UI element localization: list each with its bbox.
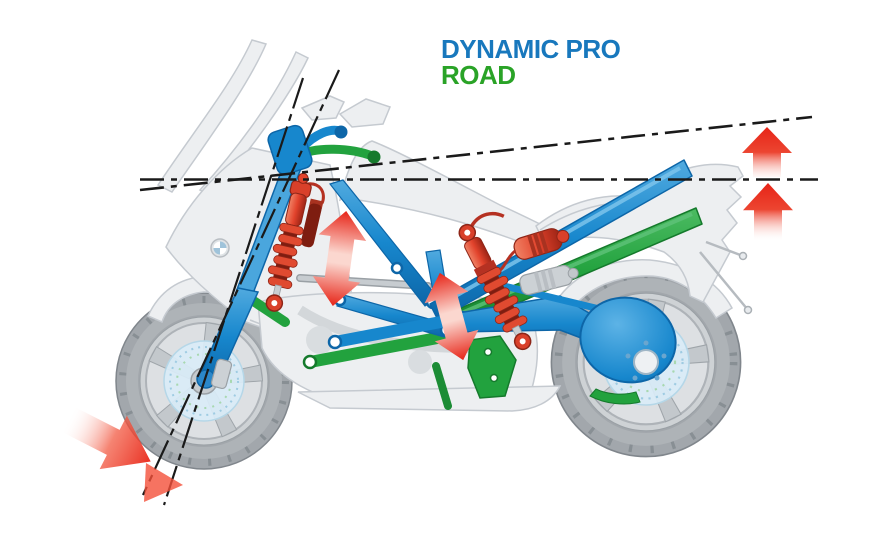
green-final-drive-sliver <box>589 388 641 405</box>
engine-cover-2 <box>408 350 432 374</box>
rear-suspension-travel-arrow-icon <box>424 272 479 361</box>
rear-spring-collar <box>473 259 498 277</box>
bracket-hole-2 <box>489 373 499 383</box>
rear-shock-eye-hole <box>519 338 526 345</box>
rear-lift-arrow-upper-icon <box>742 127 792 177</box>
rear-spring-coils <box>476 266 528 333</box>
reference-lines <box>139 69 818 506</box>
front-suspension-travel-arrow-icon <box>312 210 367 307</box>
arm-eye <box>327 334 343 350</box>
ride-height-line-raised <box>139 115 813 192</box>
rake-change-arrow-icon <box>57 404 151 470</box>
steering-head <box>267 124 313 176</box>
windscreen-outer <box>156 39 268 193</box>
rear-hub <box>633 349 659 375</box>
green-link-eye <box>302 354 318 370</box>
front-reservoir <box>300 203 322 248</box>
rake-change-arrow-echo-icon <box>144 463 183 502</box>
esa-actuator-red <box>499 228 570 272</box>
steering-axis-line-raised <box>142 69 340 496</box>
green-footpeg-bracket <box>467 335 517 399</box>
rear-shock-hose <box>468 211 505 230</box>
front-brake-caliper <box>210 358 233 390</box>
green-swingarm-link <box>304 330 454 368</box>
mode-label-road: ROAD <box>441 60 516 90</box>
engine-cover <box>306 326 334 354</box>
tail-stays <box>699 240 753 315</box>
green-bar-end <box>367 150 381 164</box>
mirror-far <box>300 95 346 121</box>
preload-actuator-gray <box>519 264 579 296</box>
bmw-roundel-icon <box>210 238 230 258</box>
front-spring-coils <box>267 222 304 290</box>
mode-title-block: DYNAMIC PRO ROAD <box>441 34 621 90</box>
green-fork-link <box>247 295 290 327</box>
rear-shock <box>458 211 532 351</box>
blue-bar-end <box>334 125 348 139</box>
mode-label-dynamic-pro: DYNAMIC PRO <box>441 34 621 64</box>
hub-bolts <box>625 340 667 381</box>
green-kickstand <box>432 362 452 410</box>
mirror <box>338 98 391 128</box>
front-shock <box>265 172 325 312</box>
fuel-tank <box>338 140 550 249</box>
steering-axis-line-normal <box>162 77 305 506</box>
rear-lift-arrow-lower-icon <box>743 183 793 242</box>
adjustment-arrows <box>57 127 793 502</box>
suspension-shocks <box>265 172 579 351</box>
front-shock-eye-hole <box>271 300 278 307</box>
bracket-hole <box>483 347 493 357</box>
rear-top-eye-hole <box>464 229 471 236</box>
blue-lower-arm <box>329 312 468 348</box>
